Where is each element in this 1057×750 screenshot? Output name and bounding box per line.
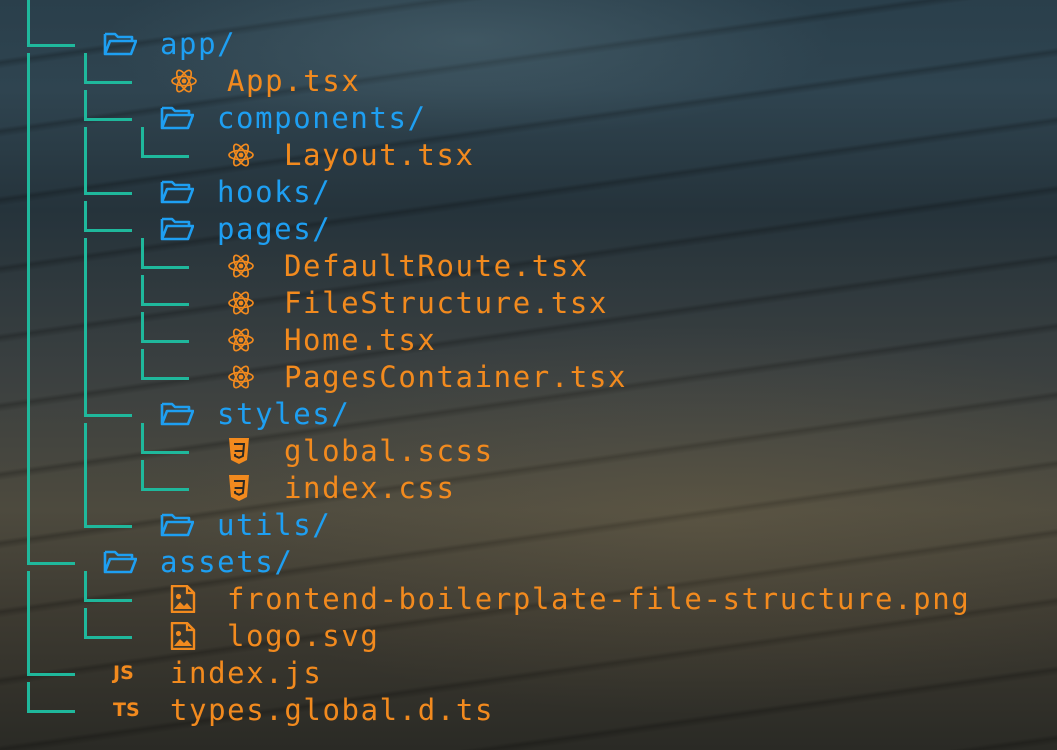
- tree-file-item[interactable]: logo.svg: [170, 617, 379, 654]
- tree-branch-line: [141, 488, 189, 491]
- file-name: Home.tsx: [284, 322, 437, 357]
- tree-folder-item[interactable]: styles/: [160, 395, 350, 432]
- tree-branch-line: [84, 414, 132, 417]
- tree-branch-line: [27, 710, 75, 713]
- folder-name: utils/: [217, 507, 332, 542]
- file-name: PagesContainer.tsx: [284, 359, 628, 394]
- folder-open-icon: [160, 214, 200, 244]
- file-name: index.css: [284, 470, 456, 505]
- folder-name: assets/: [160, 544, 294, 579]
- folder-name: pages/: [217, 211, 332, 246]
- folder-name: app/: [160, 26, 237, 61]
- folder-open-icon: [103, 29, 143, 59]
- tree-branch-line: [84, 118, 132, 121]
- react-icon: [227, 362, 267, 392]
- folder-open-icon: [103, 547, 143, 577]
- tree-trunk-line: [27, 53, 30, 565]
- tree-folder-item[interactable]: components/: [160, 99, 427, 136]
- file-name: Layout.tsx: [284, 137, 475, 172]
- tree-file-item[interactable]: TS types.global.d.ts: [113, 691, 494, 728]
- tree-folder-item[interactable]: utils/: [160, 506, 331, 543]
- folder-open-icon: [160, 399, 200, 429]
- file-name: index.js: [170, 655, 323, 690]
- tree-branch-line: [84, 525, 132, 528]
- tree-trunk-line: [27, 571, 30, 676]
- tree-trunk-line: [84, 608, 87, 639]
- tree-branch-line: [141, 451, 189, 454]
- tree-branch-line: [141, 155, 189, 158]
- tree-file-item[interactable]: App.tsx: [170, 62, 360, 99]
- tree-folder-item[interactable]: hooks/: [160, 173, 331, 210]
- tree-branch-line: [141, 303, 189, 306]
- tree-file-item[interactable]: FileStructure.tsx: [227, 284, 608, 321]
- tree-branch-line: [27, 562, 75, 565]
- tree-folder-item[interactable]: assets/: [103, 543, 293, 580]
- css3-icon: [227, 473, 267, 503]
- tree-branch-line: [27, 673, 75, 676]
- file-name: DefaultRoute.tsx: [284, 248, 589, 283]
- tree-file-item[interactable]: JS index.js: [113, 654, 322, 691]
- tree-trunk-line: [84, 201, 87, 232]
- image-file-icon: [170, 621, 210, 651]
- folder-open-icon: [160, 103, 200, 133]
- tree-trunk-line: [141, 238, 144, 269]
- file-name: App.tsx: [227, 63, 361, 98]
- file-name: types.global.d.ts: [170, 692, 495, 727]
- react-icon: [227, 251, 267, 281]
- react-icon: [227, 325, 267, 355]
- tree-trunk-line: [84, 423, 87, 528]
- file-name: logo.svg: [227, 618, 380, 653]
- tree-branch-line: [27, 44, 75, 47]
- tree-folder-item[interactable]: app/: [103, 25, 236, 62]
- tree-branch-line: [141, 377, 189, 380]
- tree-trunk-line: [141, 423, 144, 454]
- file-name: FileStructure.tsx: [284, 285, 609, 320]
- folder-name: hooks/: [217, 174, 332, 209]
- tree-file-item[interactable]: frontend-boilerplate-file-structure.png: [170, 580, 970, 617]
- tree-file-item[interactable]: DefaultRoute.tsx: [227, 247, 589, 284]
- tree-trunk-line: [27, 0, 30, 47]
- tree-trunk-line: [141, 312, 144, 343]
- tree-branch-line: [141, 266, 189, 269]
- tree-branch-line: [84, 599, 132, 602]
- css3-icon: [227, 436, 267, 466]
- tree-trunk-line: [84, 238, 87, 417]
- tree-branch-line: [84, 192, 132, 195]
- tree-trunk-line: [141, 127, 144, 158]
- file-name: frontend-boilerplate-file-structure.png: [227, 581, 971, 616]
- folder-name: components/: [217, 100, 427, 135]
- tree-branch-line: [84, 636, 132, 639]
- tree-folder-item[interactable]: pages/: [160, 210, 331, 247]
- tree-trunk-line: [84, 571, 87, 602]
- tree-trunk-line: [141, 349, 144, 380]
- tree-branch-line: [84, 81, 132, 84]
- js-icon: JS: [113, 661, 134, 684]
- tree-file-item[interactable]: global.scss: [227, 432, 494, 469]
- tree-file-item[interactable]: PagesContainer.tsx: [227, 358, 627, 395]
- tree-trunk-line: [141, 275, 144, 306]
- tree-trunk-line: [84, 90, 87, 121]
- react-icon: [227, 140, 267, 170]
- file-name: global.scss: [284, 433, 494, 468]
- ts-icon: TS: [113, 698, 140, 721]
- tree-trunk-line: [27, 682, 30, 713]
- tree-file-item[interactable]: Layout.tsx: [227, 136, 475, 173]
- tree-trunk-line: [141, 460, 144, 491]
- tree-file-item[interactable]: Home.tsx: [227, 321, 436, 358]
- folder-open-icon: [160, 177, 200, 207]
- tree-branch-line: [141, 340, 189, 343]
- folder-name: styles/: [217, 396, 351, 431]
- tree-trunk-line: [84, 53, 87, 84]
- image-file-icon: [170, 584, 210, 614]
- tree-trunk-line: [84, 127, 87, 195]
- react-icon: [170, 66, 210, 96]
- folder-open-icon: [160, 510, 200, 540]
- tree-file-item[interactable]: index.css: [227, 469, 456, 506]
- tree-branch-line: [84, 229, 132, 232]
- react-icon: [227, 288, 267, 318]
